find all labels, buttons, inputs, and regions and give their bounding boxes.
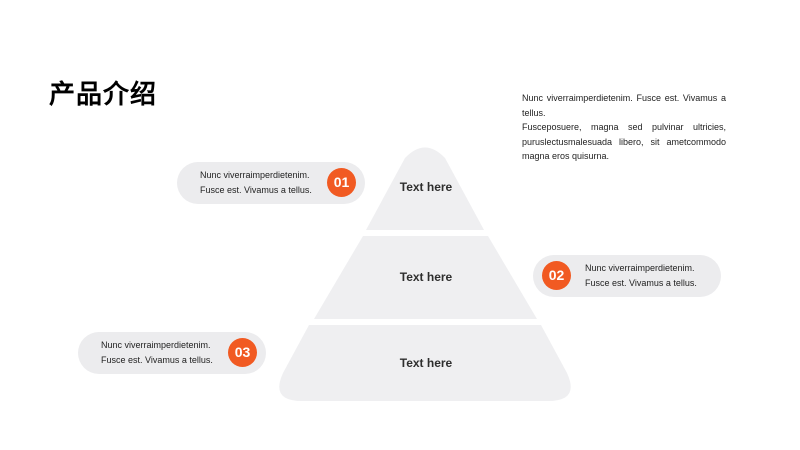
callout-2-text: Nunc viverraimperdietenim. Fusce est. Vi… bbox=[585, 261, 697, 291]
callout-2: 02 Nunc viverraimperdietenim. Fusce est.… bbox=[533, 255, 721, 297]
callout-1: Nunc viverraimperdietenim. Fusce est. Vi… bbox=[177, 162, 365, 204]
pyramid-tier-3 bbox=[279, 325, 571, 401]
callout-3: Nunc viverraimperdietenim. Fusce est. Vi… bbox=[78, 332, 266, 374]
page-title: 产品介绍 bbox=[49, 80, 158, 110]
pyramid-tier-1-label: Text here bbox=[399, 180, 453, 194]
callout-1-text: Nunc viverraimperdietenim. Fusce est. Vi… bbox=[200, 168, 312, 198]
pyramid-tier-2-label: Text here bbox=[399, 270, 453, 284]
callout-1-line-2: Fusce est. Vivamus a tellus. bbox=[200, 185, 312, 195]
description-text: Nunc viverraimperdietenim. Fusce est. Vi… bbox=[522, 91, 726, 164]
callout-2-line-2: Fusce est. Vivamus a tellus. bbox=[585, 278, 697, 288]
description-paragraph-2: Fusceposuere, magna sed pulvinar ultrici… bbox=[522, 122, 726, 161]
description-paragraph-1: Nunc viverraimperdietenim. Fusce est. Vi… bbox=[522, 93, 726, 118]
callout-1-number-badge: 01 bbox=[327, 168, 356, 197]
callout-2-line-1: Nunc viverraimperdietenim. bbox=[585, 263, 695, 273]
callout-3-line-1: Nunc viverraimperdietenim. bbox=[101, 340, 211, 350]
callout-3-text: Nunc viverraimperdietenim. Fusce est. Vi… bbox=[101, 338, 213, 368]
callout-3-number-badge: 03 bbox=[228, 338, 257, 367]
callout-2-number-badge: 02 bbox=[542, 261, 571, 290]
pyramid-tier-1 bbox=[366, 147, 484, 230]
callout-1-line-1: Nunc viverraimperdietenim. bbox=[200, 170, 310, 180]
callout-3-line-2: Fusce est. Vivamus a tellus. bbox=[101, 355, 213, 365]
pyramid-tier-3-label: Text here bbox=[399, 356, 453, 370]
pyramid-tier-2 bbox=[314, 236, 537, 319]
